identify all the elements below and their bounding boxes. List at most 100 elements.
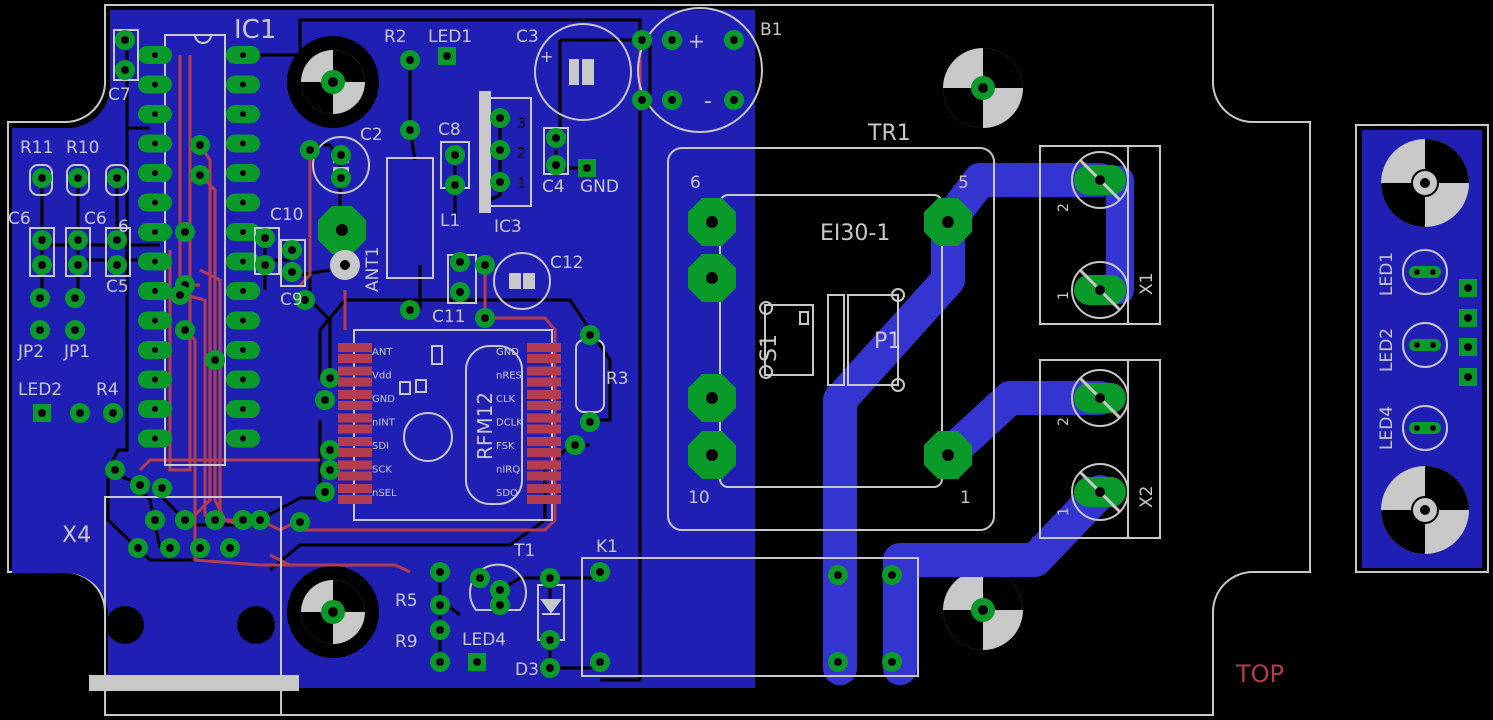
- ic1-pin-drill: [152, 111, 158, 117]
- square-pad-drill: [1464, 314, 1472, 322]
- ic1-pin-drill: [152, 258, 158, 265]
- transformer-pad-drill: [942, 449, 954, 461]
- via-drill: [38, 236, 46, 244]
- via-drill: [496, 114, 504, 122]
- rfm12-right-pad: [527, 424, 561, 434]
- label-jp2: JP2: [17, 342, 44, 362]
- via-drill: [834, 571, 842, 579]
- label-c2: C2: [360, 125, 383, 145]
- rfm12-left-pin-label: GND: [372, 394, 395, 405]
- label-ic1: IC1: [234, 15, 276, 45]
- rfm12-right-pad: [527, 413, 561, 423]
- label-t1: T1: [513, 541, 535, 561]
- label-x1-1: 1: [1056, 291, 1072, 300]
- rfm12-left-pad: [338, 343, 372, 352]
- label-p1: P1: [874, 329, 901, 354]
- via-drill: [181, 228, 189, 236]
- rfm12-right-pin-label: GND: [496, 347, 519, 358]
- label-side-led4: LED4: [1377, 406, 1397, 450]
- label-ic3-pin1: 1: [517, 176, 526, 192]
- label-ant1: ANT1: [363, 246, 383, 292]
- via-drill: [326, 374, 334, 382]
- ic1-pin-drill: [152, 288, 158, 294]
- label-c7: C7: [108, 85, 131, 105]
- square-pad-drill: [583, 164, 591, 172]
- via-drill: [326, 466, 334, 474]
- ic1-pin-drill: [152, 140, 158, 147]
- via-drill: [74, 174, 82, 182]
- via-drill: [834, 658, 842, 666]
- led-drill: [1414, 342, 1420, 348]
- via-drill: [239, 516, 247, 524]
- ic1-pin-drill: [240, 347, 246, 353]
- rfm12-right-pin-label: CLK: [496, 394, 516, 405]
- terminal-drill: [1095, 393, 1105, 403]
- led-drill: [1430, 425, 1436, 431]
- label-b1: B1: [760, 20, 782, 40]
- rfm12-left-pad: [338, 484, 372, 493]
- label-r11: R11: [20, 138, 53, 158]
- ic1-pin-drill: [240, 406, 246, 412]
- ic1-pin-drill: [152, 317, 158, 324]
- square-pad-drill: [473, 658, 481, 666]
- label-r4: R4: [96, 380, 119, 400]
- via-drill: [113, 236, 121, 244]
- via-drill: [586, 331, 594, 339]
- via-drill: [546, 574, 554, 582]
- passive-components: [29, 7, 1448, 716]
- ic1-pin-drill: [152, 406, 158, 412]
- led-drill: [1414, 425, 1420, 431]
- mounting-holes: [287, 36, 1469, 658]
- rfm12-left-pin-label: SDI: [372, 441, 389, 452]
- via-drill: [121, 66, 129, 74]
- via-drill: [668, 36, 676, 44]
- pads: [30, 30, 1477, 678]
- ic1-pin-drill: [240, 258, 246, 265]
- label-r5: R5: [395, 591, 418, 611]
- terminal-drill: [1095, 487, 1105, 497]
- ic1-pads: [138, 46, 260, 448]
- label-tr1-6: 6: [690, 173, 701, 193]
- via-drill: [888, 658, 896, 666]
- label-tr1: TR1: [867, 121, 911, 146]
- via-drill: [546, 636, 554, 644]
- via-drill: [306, 146, 314, 154]
- transformer-pad-drill: [942, 216, 954, 228]
- label-jp1: JP1: [63, 342, 90, 362]
- via-drill: [481, 261, 489, 269]
- via-drill: [337, 151, 345, 159]
- ic1-pin-drill: [152, 347, 158, 353]
- ic1-pin-drill: [240, 376, 246, 383]
- rfm12-right-pin-label: SDO: [496, 488, 518, 499]
- via-drill: [158, 484, 166, 492]
- rfm12-right-pin-label: nIRQ: [496, 465, 520, 476]
- label-side-led1: LED1: [1377, 252, 1397, 296]
- ic1-pin-drill: [152, 81, 158, 88]
- via-drill: [296, 518, 304, 526]
- label-r2: R2: [384, 27, 407, 47]
- via-drill: [436, 658, 444, 666]
- rfm12-right-pad: [527, 437, 561, 446]
- terminal-ring: [1071, 369, 1129, 427]
- via-drill: [38, 174, 46, 182]
- transformer-pad-drill: [706, 449, 718, 461]
- label-x2-1: 1: [1056, 507, 1072, 516]
- rfm12-left-pad: [338, 354, 372, 363]
- via-drill: [668, 96, 676, 104]
- label-side-led2: LED2: [1377, 328, 1397, 372]
- via-drill: [256, 516, 264, 524]
- label-c3-plus: +: [540, 47, 553, 66]
- label-ic3: IC3: [494, 217, 522, 237]
- label-l1: L1: [440, 211, 460, 231]
- via-drill: [337, 174, 345, 182]
- label-c11: C11: [432, 307, 466, 327]
- label-ei30: EI30-1: [820, 221, 890, 246]
- via-drill: [196, 171, 204, 179]
- via-drill: [481, 314, 489, 322]
- via-drill: [261, 261, 269, 269]
- rfm12-right-pad: [527, 460, 561, 470]
- label-led2: LED2: [18, 380, 62, 400]
- via-drill: [166, 544, 174, 552]
- square-pad-drill: [1464, 373, 1472, 381]
